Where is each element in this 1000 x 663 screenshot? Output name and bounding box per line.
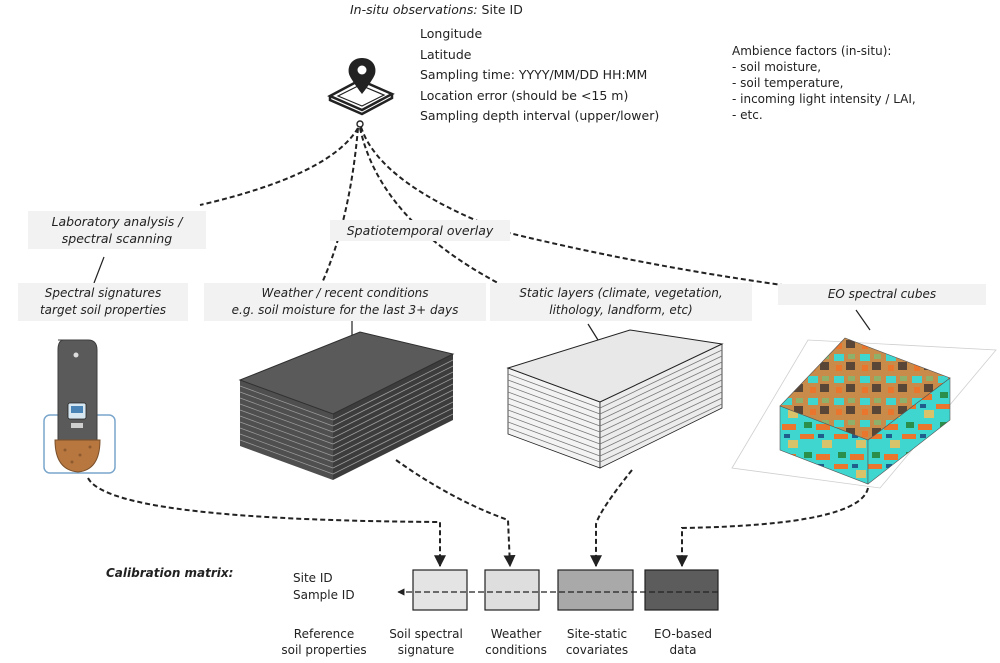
label-spectral-signatures: Spectral signatures target soil properti…	[18, 283, 188, 321]
field-sampling-depth: Sampling depth interval (upper/lower)	[420, 108, 660, 123]
header-title: In-situ observations: Site ID	[350, 2, 523, 17]
header-title-italic: In-situ observations:	[350, 2, 478, 17]
ambience-item-light: - incoming light intensity / LAI,	[732, 92, 916, 106]
matrix-site-id: Site ID	[293, 571, 333, 585]
column-label-weather-line1: Weather	[490, 627, 542, 641]
connector-to-lab	[199, 127, 359, 206]
ambience-title: Ambience factors (in-situ):	[732, 44, 892, 58]
label-static-line1: Static layers (climate, vegetation,	[519, 286, 723, 300]
connector-to-static	[359, 127, 499, 284]
label-eo-cubes: EO spectral cubes	[778, 284, 986, 305]
column-label-eo: EO-based data	[644, 626, 722, 658]
column-label-weather: Weather conditions	[478, 626, 554, 658]
label-lab-analysis: Laboratory analysis / spectral scanning	[28, 211, 206, 249]
ambience-item-etc: - etc.	[732, 108, 763, 122]
column-label-soil-spectral: Soil spectral signature	[376, 626, 476, 658]
label-spectral-line2: target soil properties	[39, 303, 167, 317]
label-lab-line1: Laboratory analysis /	[51, 214, 183, 229]
matrix-col-weather	[484, 569, 540, 611]
column-label-soil-spectral-line2: signature	[397, 643, 455, 657]
label-lab-line2: spectral scanning	[61, 231, 173, 246]
arrow-spectral-to-matrix	[87, 477, 446, 568]
ambience-factors: Ambience factors (in-situ): - soil moist…	[732, 43, 916, 123]
label-weather: Weather / recent conditions e.g. soil mo…	[204, 283, 486, 321]
field-location-error: Location error (should be <15 m)	[420, 87, 629, 103]
label-static-layers: Static layers (climate, vegetation, lith…	[490, 283, 752, 321]
calibration-matrix-title: Calibration matrix:	[106, 566, 234, 580]
origin-node	[356, 120, 364, 128]
column-label-weather-line2: conditions	[485, 643, 547, 657]
overlay-connectors	[199, 126, 783, 286]
matrix-col-eo	[644, 569, 719, 611]
arrow-eo-to-matrix	[676, 487, 869, 568]
field-latitude: Latitude	[420, 46, 472, 62]
ambience-item-soil-moisture: - soil moisture,	[732, 60, 822, 74]
location-pin-icon	[348, 58, 376, 94]
column-label-soil-spectral-line1: Soil spectral	[389, 627, 463, 641]
field-longitude: Longitude	[420, 26, 483, 41]
column-label-site-static: Site-static covariates	[556, 626, 638, 658]
label-static-line2: lithology, landform, etc)	[549, 303, 693, 317]
connector-to-weather	[321, 127, 359, 284]
arrow-static-to-matrix	[590, 469, 633, 568]
column-label-eo-line2: data	[669, 643, 697, 657]
ambience-item-soil-temperature: - soil temperature,	[732, 76, 844, 90]
matrix-col-soil-spectral	[412, 569, 468, 611]
static-layers-stack	[506, 329, 724, 469]
label-weather-line2: e.g. soil moisture for the last 3+ days	[231, 303, 459, 317]
header-title-rest: Site ID	[477, 2, 523, 17]
connector-to-eo	[360, 126, 783, 286]
field-sampling-time: Sampling time: YYYY/MM/DD HH:MM	[420, 67, 648, 82]
label-eo-text: EO spectral cubes	[827, 287, 937, 301]
label-weather-line1: Weather / recent conditions	[261, 286, 429, 300]
label-spectral-line1: Spectral signatures	[44, 286, 162, 300]
calibration-arrows	[87, 459, 869, 568]
soil-sample-icon	[54, 439, 101, 473]
label-overlay-text: Spatiotemporal overlay	[346, 223, 494, 238]
label-spatiotemporal-overlay: Spatiotemporal overlay	[330, 220, 510, 241]
column-label-eo-line1: EO-based	[654, 627, 712, 641]
calibration-matrix	[397, 569, 719, 611]
arrow-weather-to-matrix	[395, 459, 516, 568]
column-label-site-static-line1: Site-static	[566, 627, 628, 641]
column-label-reference-line2: soil properties	[281, 643, 367, 657]
smartphone-icon	[327, 78, 395, 116]
header-field-list: Longitude Latitude Sampling time: YYYY/M…	[420, 24, 659, 127]
matrix-sample-id: Sample ID	[293, 588, 355, 602]
weather-data-stack	[238, 331, 455, 480]
matrix-id-labels: Site ID Sample ID	[293, 570, 355, 604]
column-label-site-static-line2: covariates	[565, 643, 629, 657]
column-label-reference: Reference soil properties	[276, 626, 372, 658]
matrix-col-site-static	[557, 569, 634, 611]
eo-spectral-cube	[731, 337, 997, 489]
column-label-reference-line1: Reference	[293, 627, 355, 641]
